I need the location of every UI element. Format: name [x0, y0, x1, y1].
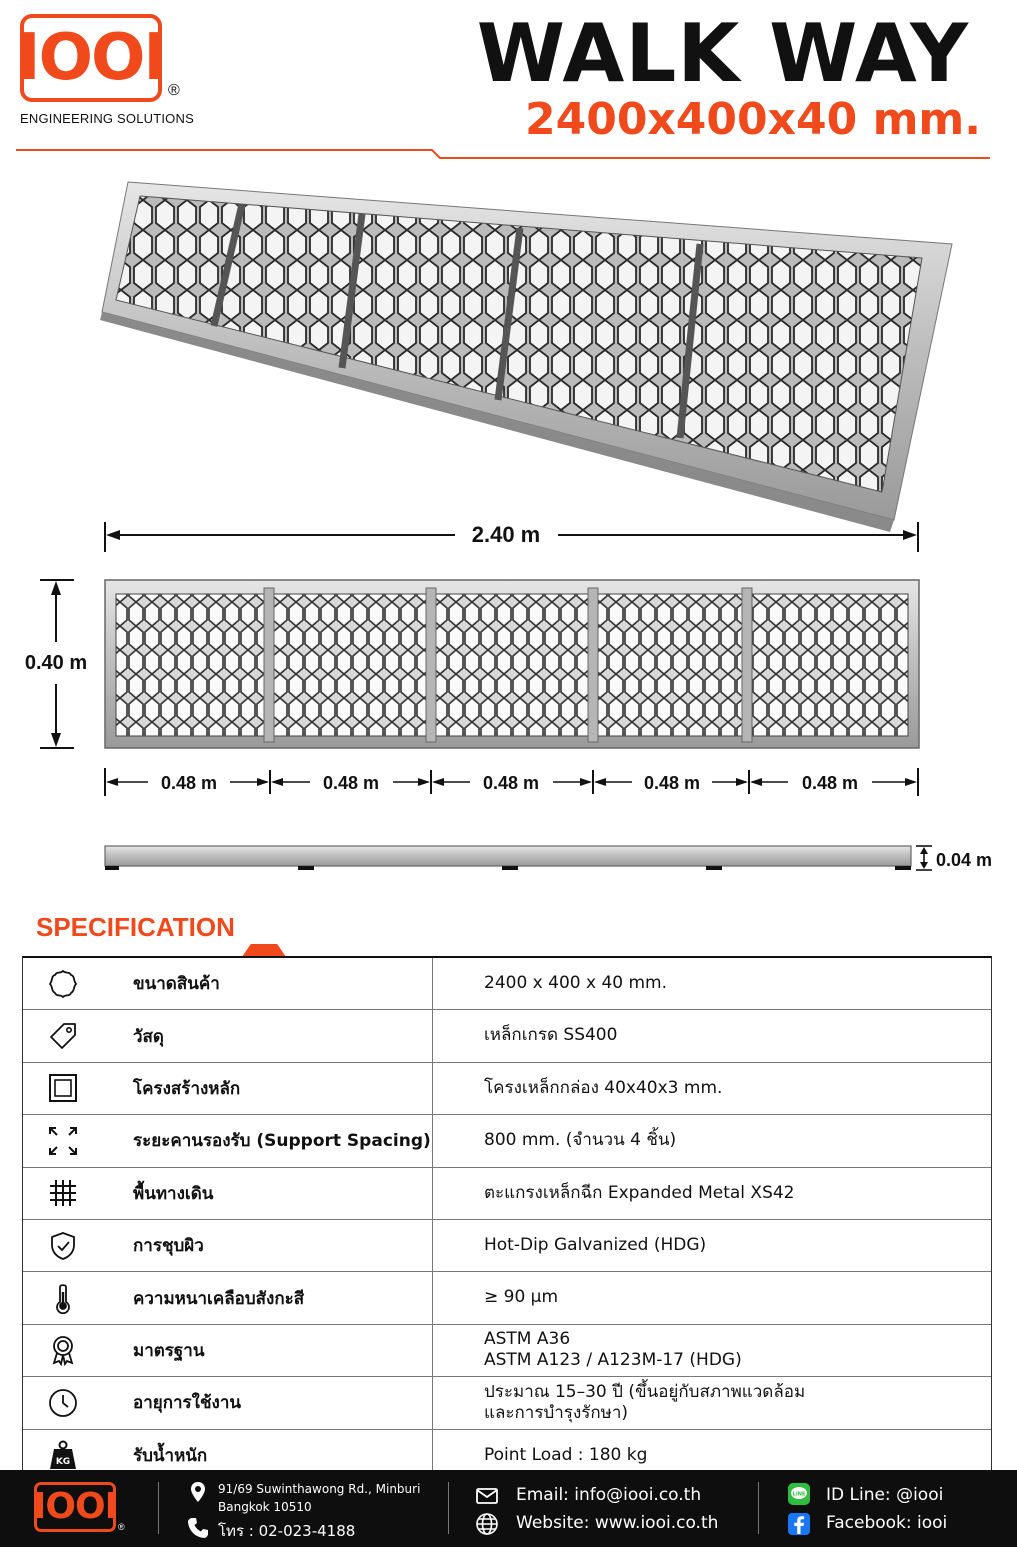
footer-divider	[758, 1482, 759, 1534]
spec-value-line-1: ASTM A36	[484, 1329, 571, 1350]
spec-value: โครงเหล็กกล่อง 40x40x3 mm.	[484, 1077, 723, 1098]
email-icon	[476, 1488, 498, 1504]
length-dimension: 2.40 m	[104, 522, 919, 552]
width-dimension: 0.40 m	[25, 579, 87, 749]
expand-arrows-icon	[23, 1115, 103, 1166]
shield-check-icon	[23, 1220, 103, 1271]
page-title: WALK WAY	[476, 7, 969, 100]
segment-label-1: 0.48 m	[161, 773, 217, 793]
footer: IOOI ® 91/69 Suwinthawong Rd., Minburi B…	[0, 1470, 1017, 1547]
segment-label-3: 0.48 m	[483, 773, 539, 793]
award-icon	[23, 1325, 103, 1376]
table-row: พื้นทางเดิน ตะแกรงเหล็กฉีก Expanded Meta…	[23, 1167, 991, 1220]
spec-label: มาตรฐาน	[103, 1324, 433, 1377]
facebook-icon	[788, 1513, 810, 1535]
svg-text:KG: KG	[56, 1457, 70, 1467]
clock-icon	[23, 1377, 103, 1428]
registered-mark: ®	[168, 82, 180, 99]
product-drawings: 2.40 m 0.40 m 0.48 m 0.48	[25, 181, 992, 871]
thickness-label: 0.04 m	[936, 850, 992, 870]
spec-value: ≥ 90 µm	[484, 1287, 559, 1308]
line-app-icon: LINE	[788, 1483, 810, 1505]
specification-table: ขนาดสินค้า 2400 x 400 x 40 mm. วัสดุ เหล…	[22, 956, 992, 1482]
table-row: ระยะคานรองรับ (Support Spacing) 800 mm. …	[23, 1115, 991, 1168]
segment-label-4: 0.48 m	[644, 773, 700, 793]
side-view: 0.04 m	[104, 845, 992, 871]
table-row: การชุบผิว Hot-Dip Galvanized (HDG)	[23, 1219, 991, 1273]
spec-label: ขนาดสินค้า	[103, 958, 433, 1010]
location-pin-icon	[191, 1482, 205, 1502]
specification-title: SPECIFICATION	[36, 912, 235, 942]
phone-icon	[188, 1518, 208, 1538]
spec-value: 800 mm. (จำนวน 4 ชิ้น)	[484, 1130, 677, 1151]
address-line-1: 91/69 Suwinthawong Rd., Minburi	[218, 1482, 421, 1496]
logo-tagline: ENGINEERING SOLUTIONS	[20, 111, 194, 126]
spec-value: ตะแกรงเหล็กฉีก Expanded Metal XS42	[484, 1182, 795, 1203]
spec-value-multiline: ASTM A36 ASTM A123 / A123M-17 (HDG)	[433, 1329, 991, 1372]
email-link[interactable]: Email: info@iooi.co.th	[516, 1485, 702, 1505]
footer-logo-text: IOOI	[33, 1486, 118, 1527]
spec-label: ระยะคานรองรับ (Support Spacing)	[103, 1115, 433, 1167]
logo-text: IOOI	[16, 21, 167, 95]
top-view	[104, 579, 920, 749]
table-row: อายุการใช้งาน ประมาณ 15–30 ปี (ขึ้นอยู่ก…	[23, 1377, 991, 1430]
facebook-link[interactable]: Facebook: iooi	[826, 1513, 948, 1533]
spec-label: รับน้ำหนัก	[103, 1429, 433, 1481]
frame-icon	[23, 1063, 103, 1114]
website-link[interactable]: Website: www.iooi.co.th	[516, 1513, 719, 1533]
svg-text:LINE: LINE	[793, 1492, 806, 1498]
table-row: ความหนาเคลือบสังกะสี ≥ 90 µm	[23, 1272, 991, 1325]
footer-divider	[448, 1482, 449, 1534]
segment-label-5: 0.48 m	[802, 773, 858, 793]
page-subtitle: 2400x400x40 mm.	[524, 94, 981, 145]
length-label: 2.40 m	[472, 522, 541, 547]
spec-value-multiline: ประมาณ 15–30 ปี (ขึ้นอยู่กับสภาพแวดล้อม …	[433, 1382, 991, 1425]
footer-logo: IOOI	[33, 1482, 118, 1532]
width-label: 0.40 m	[25, 652, 87, 674]
grid-icon	[23, 1168, 103, 1219]
spec-label: พื้นทางเดิน	[103, 1167, 433, 1219]
header-divider	[16, 149, 990, 159]
logo: IOOI	[16, 14, 167, 102]
phone-number[interactable]: โทร : 02-023-4188	[218, 1522, 356, 1540]
globe-icon	[476, 1513, 498, 1535]
tag-icon	[23, 1010, 103, 1061]
address-line-2: Bangkok 10510	[218, 1500, 312, 1514]
table-row: วัสดุ เหล็กเกรด SS400	[23, 1010, 991, 1063]
specification-tab-marker	[242, 944, 286, 957]
spec-label: วัสดุ	[103, 1010, 433, 1062]
thermometer-icon	[23, 1272, 103, 1323]
size-icon	[23, 958, 103, 1009]
spec-label: การชุบผิว	[103, 1219, 433, 1272]
spec-value-line-2: ASTM A123 / A123M-17 (HDG)	[484, 1350, 742, 1371]
spec-label: อายุการใช้งาน	[103, 1377, 433, 1429]
footer-registered-mark: ®	[118, 1522, 125, 1532]
spec-value: Point Load : 180 kg	[484, 1444, 648, 1465]
kg-weight-icon: KG	[23, 1430, 103, 1481]
footer-divider	[158, 1482, 159, 1534]
table-row: โครงสร้างหลัก โครงเหล็กกล่อง 40x40x3 mm.	[23, 1062, 991, 1116]
spec-value: Hot-Dip Galvanized (HDG)	[484, 1235, 707, 1256]
spec-value-line-1: ประมาณ 15–30 ปี (ขึ้นอยู่กับสภาพแวดล้อม	[484, 1381, 806, 1402]
spec-label: ความหนาเคลือบสังกะสี	[103, 1272, 433, 1324]
line-id-link[interactable]: ID Line: @iooi	[826, 1485, 944, 1505]
perspective-view	[100, 181, 953, 532]
spec-value: เหล็กเกรด SS400	[484, 1025, 618, 1046]
segment-label-2: 0.48 m	[323, 773, 379, 793]
spec-label: โครงสร้างหลัก	[103, 1062, 433, 1115]
spec-value: 2400 x 400 x 40 mm.	[484, 973, 668, 994]
segment-dimensions: 0.48 m 0.48 m 0.48 m 0.48 m 0.48 m	[104, 768, 919, 796]
spec-value-line-2: และการบำรุงรักษา)	[484, 1402, 629, 1423]
table-row: มาตรฐาน ASTM A36 ASTM A123 / A123M-17 (H…	[23, 1324, 991, 1378]
table-row: ขนาดสินค้า 2400 x 400 x 40 mm.	[23, 958, 991, 1011]
